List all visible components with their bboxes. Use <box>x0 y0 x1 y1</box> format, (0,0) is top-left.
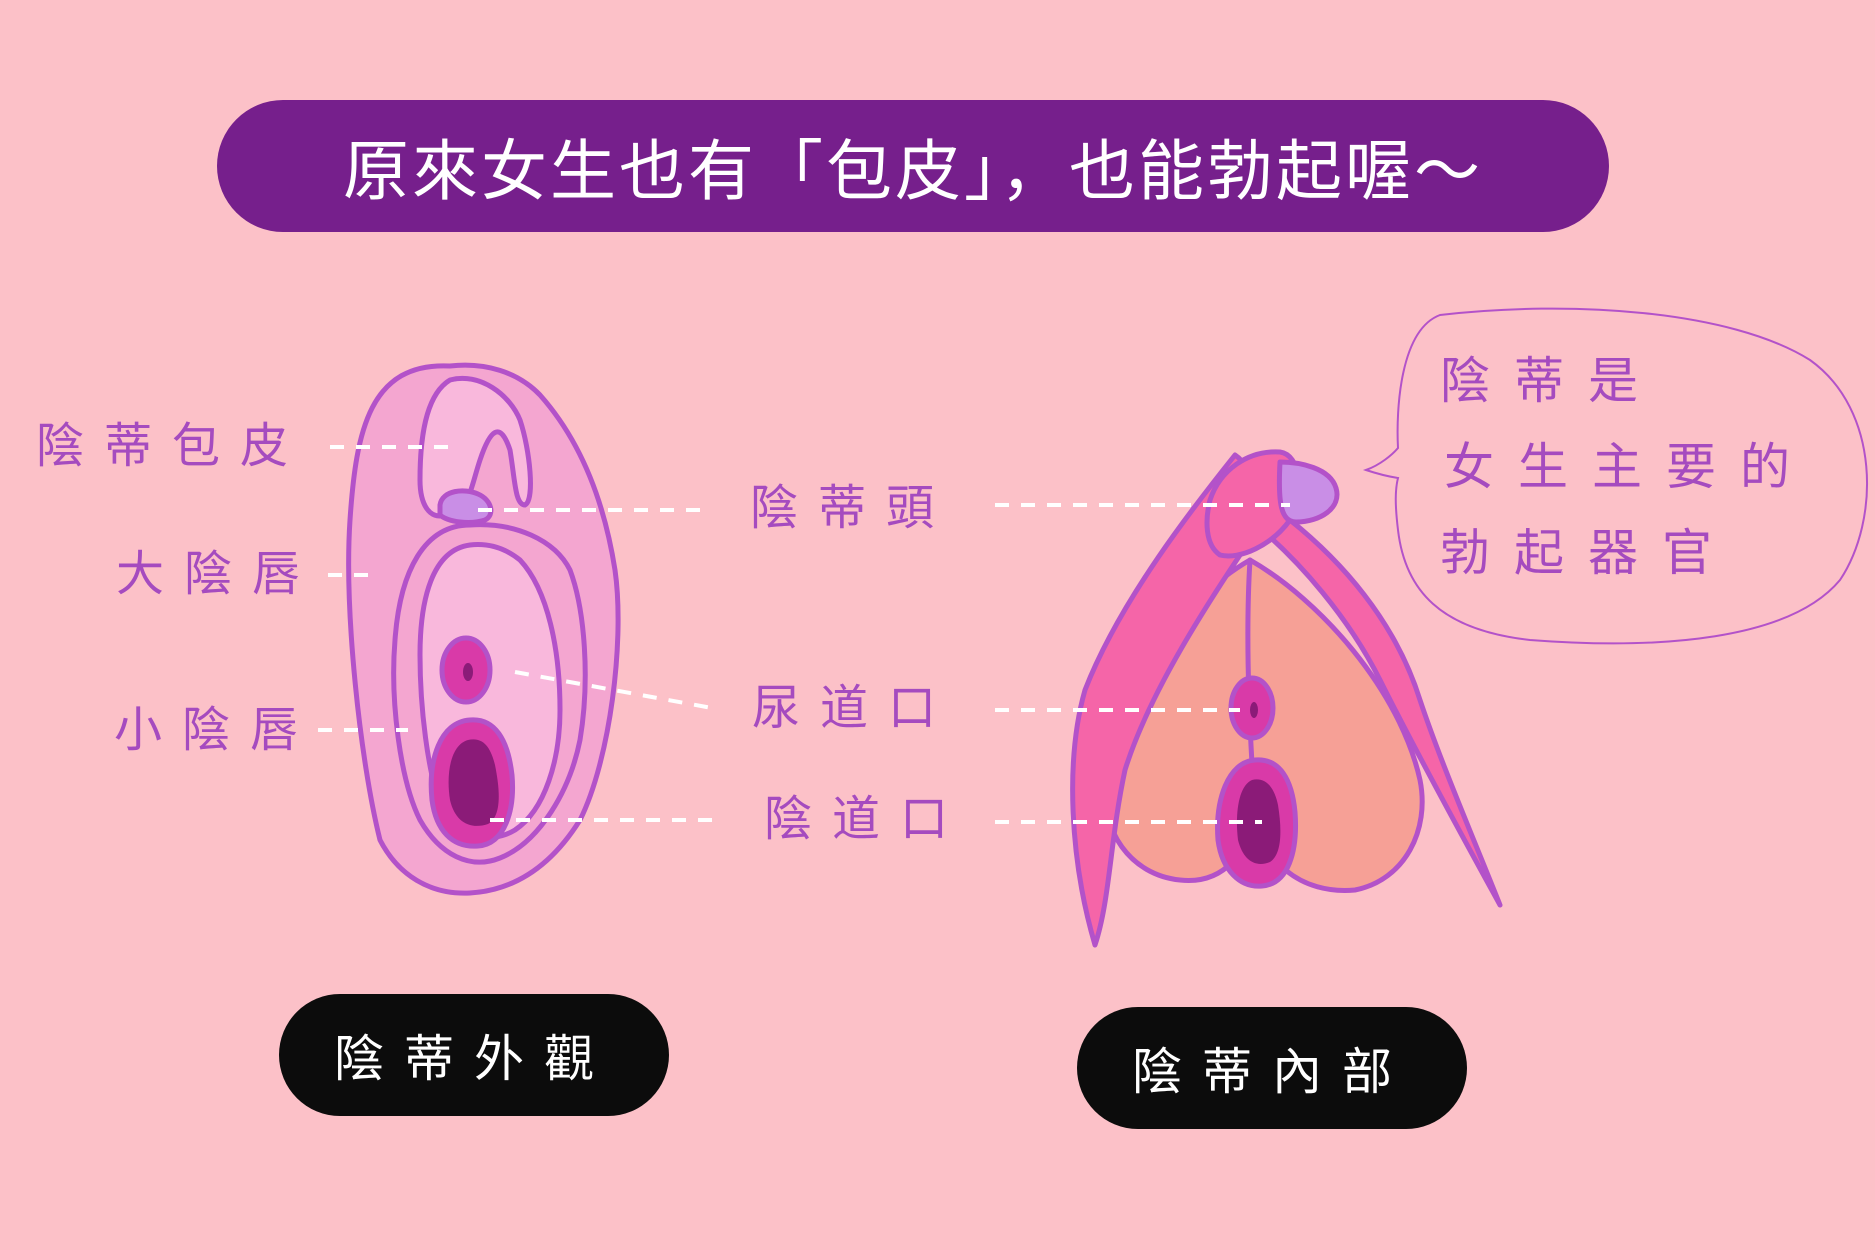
clitoral-crus-right <box>1247 517 1503 908</box>
caption-interior-text: 陰蒂內部 <box>1132 1043 1412 1101</box>
bubble-text-line-1: 陰蒂是 <box>1440 352 1662 410</box>
urethra-tube-dot <box>1250 702 1258 718</box>
vaginal-opening-inner <box>448 739 499 826</box>
speech-bubble <box>1362 307 1868 645</box>
label-labia-minora: 小陰唇 <box>114 702 319 758</box>
bubble-text-line-2: 女生主要的 <box>1444 438 1814 496</box>
bubble-text-line-3: 勃起器官 <box>1440 524 1736 582</box>
page-title: 原來女生也有「包皮」，也能勃起喔～ <box>343 133 1483 210</box>
label-labia-majora: 大陰唇 <box>116 546 321 602</box>
leader-lines <box>318 445 1290 824</box>
label-urethral-opening: 尿道口 <box>752 680 957 736</box>
caption-exterior: 陰蒂外觀 <box>279 994 669 1116</box>
caption-exterior-text: 陰蒂外觀 <box>334 1030 614 1088</box>
leader-urethra-left <box>514 670 713 710</box>
caption-interior: 陰蒂內部 <box>1077 1007 1467 1129</box>
urethral-opening-dot <box>463 663 473 681</box>
clitoral-glans-shape <box>437 488 494 525</box>
clitoral-hood-shape <box>417 376 533 519</box>
label-vaginal-opening: 陰道口 <box>764 791 969 847</box>
label-clitoral-glans: 陰蒂頭 <box>750 480 955 536</box>
title-banner: 原來女生也有「包皮」，也能勃起喔～ <box>217 100 1609 232</box>
exterior-vulva-illustration <box>346 362 621 896</box>
label-clitoral-hood: 陰蒂包皮 <box>36 418 309 474</box>
